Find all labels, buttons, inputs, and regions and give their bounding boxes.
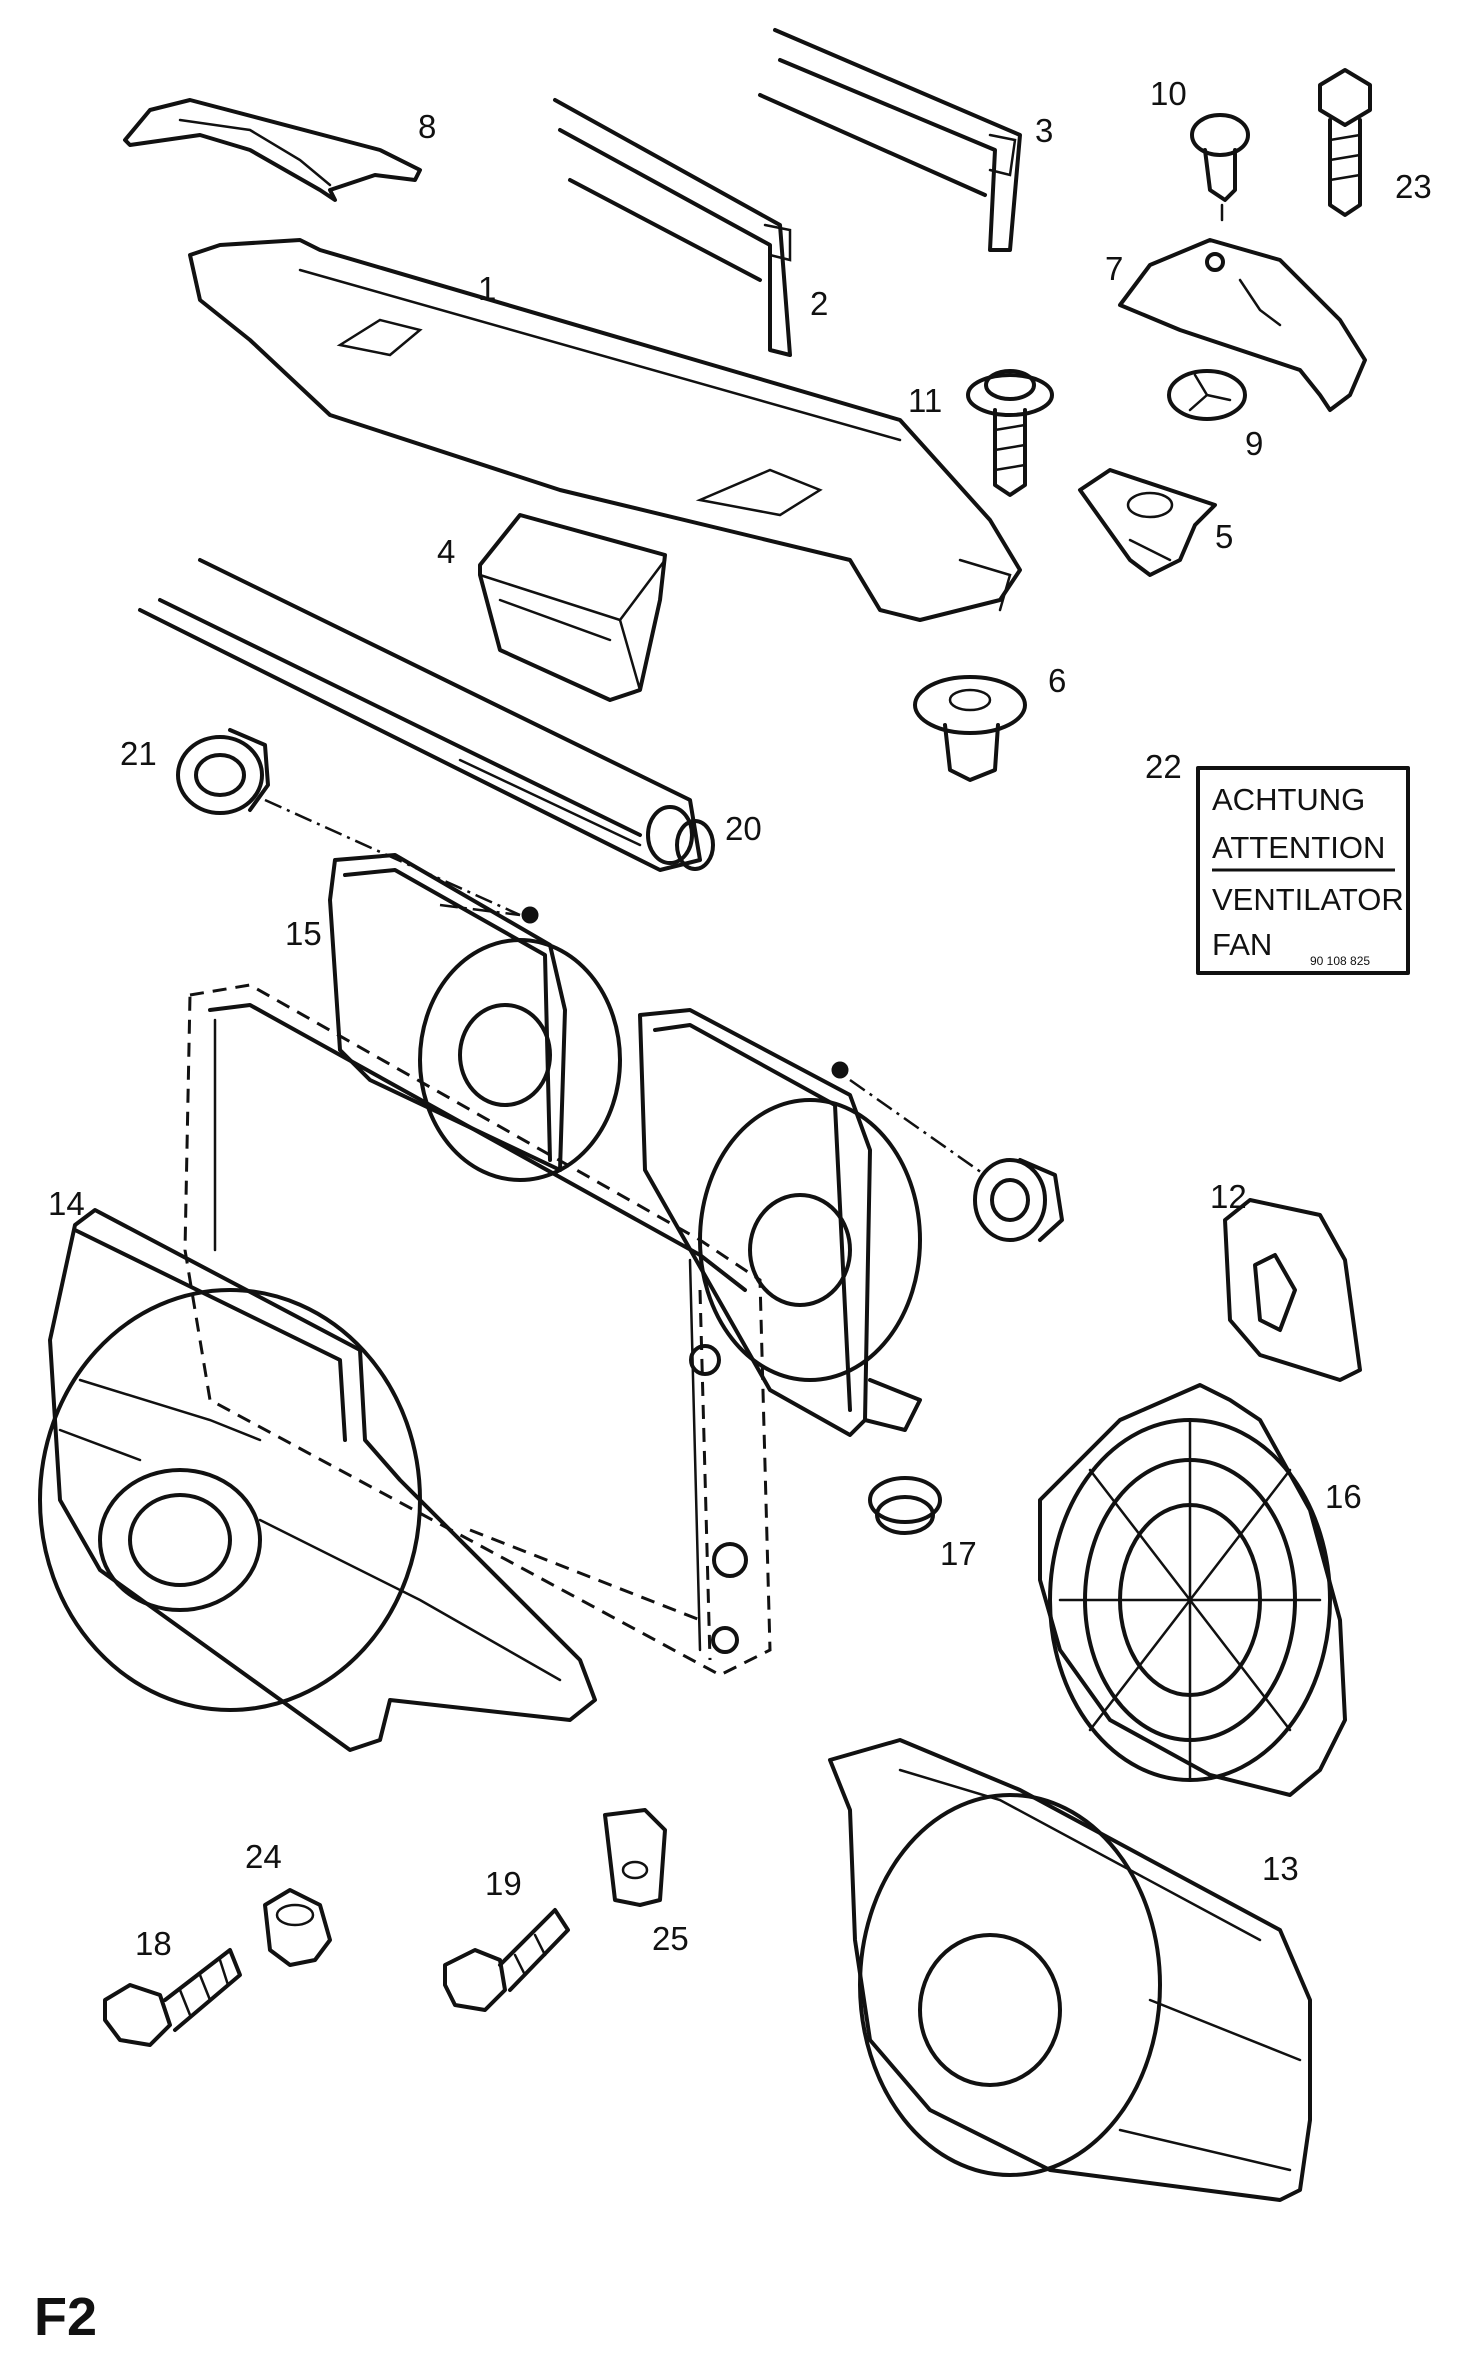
- part-15-fan-shroud: [328, 853, 622, 1182]
- part-17-grommet: [868, 1476, 942, 1535]
- part-22-warning-label: ACHTUNG ATTENTION VENTILATOR FAN 90 108 …: [1196, 766, 1410, 975]
- part-19-screw: [443, 1908, 570, 2012]
- part-24-nut: [263, 1888, 332, 1967]
- part-3-seal-strip: [758, 28, 1022, 252]
- callout-14: 14: [48, 1185, 85, 1222]
- callout-16: 16: [1325, 1478, 1362, 1515]
- assembly-line-14: [469, 1528, 701, 1622]
- callout-15: 15: [285, 915, 322, 952]
- callout-23: 23: [1395, 168, 1432, 205]
- warning-line-4: FAN: [1212, 927, 1272, 962]
- part-14-front-shroud: [38, 1208, 597, 1752]
- callout-19: 19: [485, 1865, 522, 1902]
- callout-12: 12: [1210, 1178, 1247, 1215]
- callout-1: 1: [478, 270, 496, 307]
- part-5-u-nut: [1078, 468, 1217, 577]
- part-9-star-clip: [1167, 369, 1247, 421]
- callout-2: 2: [810, 285, 828, 322]
- part-16-fan-guard: [1038, 1383, 1347, 1797]
- callout-13: 13: [1262, 1850, 1299, 1887]
- part-15-fan-shroud-right: [638, 1008, 922, 1437]
- part-10-clip: [1190, 113, 1250, 222]
- assembly-line-bush: [849, 1078, 986, 1177]
- warning-part-code: 90 108 825: [1310, 954, 1370, 968]
- callout-4: 4: [437, 533, 455, 570]
- warning-line-1: ACHTUNG: [1212, 782, 1365, 817]
- callout-22: 22: [1145, 748, 1182, 785]
- part-13-lower-shroud: [828, 1738, 1312, 2202]
- callout-11: 11: [908, 382, 942, 419]
- part-8-cover: [123, 98, 422, 202]
- warning-line-2: ATTENTION: [1212, 830, 1385, 865]
- callout-8: 8: [418, 108, 436, 145]
- callout-3: 3: [1035, 112, 1053, 149]
- part-21-bush: [176, 728, 270, 815]
- callout-24: 24: [245, 1838, 282, 1875]
- warning-line-3: VENTILATOR: [1212, 882, 1404, 917]
- part-25-spring-clip: [603, 1808, 667, 1907]
- part-20-lower-seal: [138, 558, 715, 872]
- sheet-id: F2: [34, 2287, 97, 2347]
- assembly-line-15: [439, 903, 521, 917]
- radiator-assembly: [183, 983, 772, 1677]
- callout-20: 20: [725, 810, 762, 847]
- part-18-bolt: [103, 1948, 242, 2047]
- part-21-bush-right: [973, 1158, 1064, 1242]
- part-2-seal-strip: [553, 98, 792, 357]
- part-23-bolt: [1318, 68, 1372, 217]
- callout-18: 18: [135, 1925, 172, 1962]
- callout-25: 25: [652, 1920, 689, 1957]
- callout-6: 6: [1048, 662, 1066, 699]
- callout-21: 21: [120, 735, 157, 772]
- callout-labels: 1 2 3 4 5 6 7 8 9 10 11 12 13 14 15 16 1…: [48, 75, 1432, 1962]
- part-12-cap: [1223, 1198, 1362, 1382]
- callout-17: 17: [940, 1535, 977, 1572]
- callout-9: 9: [1245, 425, 1263, 462]
- part-1-cross-member: [188, 238, 1022, 622]
- part-7-bracket: [1118, 238, 1367, 412]
- callout-7: 7: [1105, 250, 1123, 287]
- assembly-line-21: [264, 798, 521, 917]
- part-4-foam-block: [478, 513, 667, 702]
- part-6-push-clip: [913, 675, 1027, 782]
- part-11-screw: [966, 369, 1054, 497]
- callout-10: 10: [1150, 75, 1187, 112]
- callout-5: 5: [1215, 518, 1233, 555]
